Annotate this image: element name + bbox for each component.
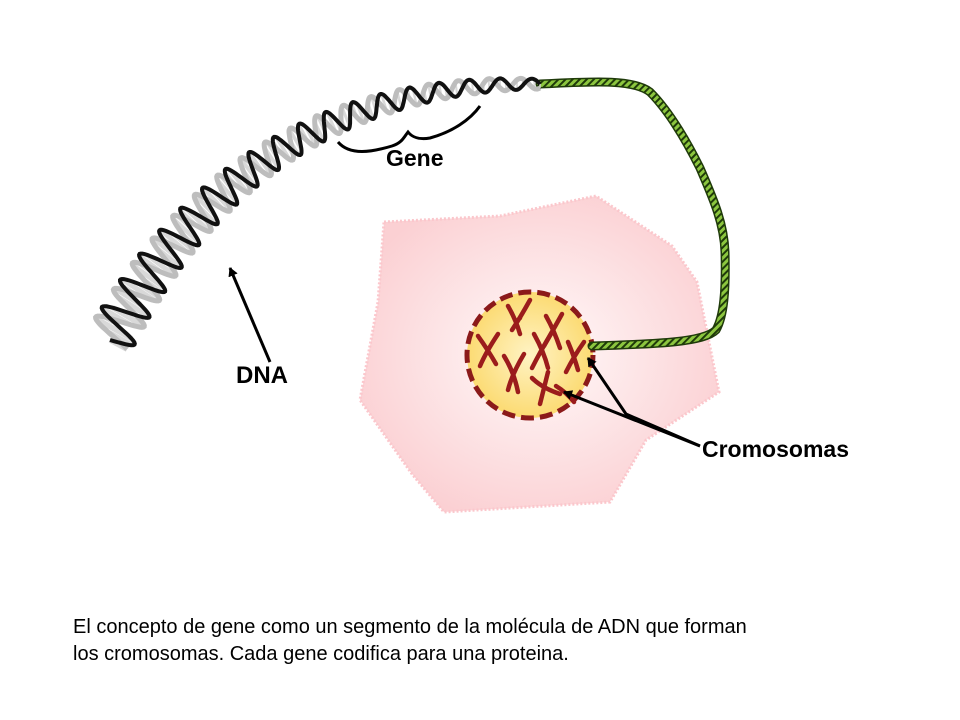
gene-bracket: [336, 105, 482, 153]
caption: El concepto de gene como un segmento de …: [73, 614, 903, 668]
helix-strand-light: [93, 75, 542, 351]
label-gene: Gene: [386, 145, 444, 171]
caption-line-1: El concepto de gene como un segmento de …: [73, 616, 747, 638]
caption-line-2: los cromosomas. Cada gene codifica para …: [73, 643, 569, 665]
helix-strand-dark: [99, 76, 542, 348]
chromosome-arrow-2: [563, 390, 701, 448]
label-dna: DNA: [236, 362, 288, 389]
dna-double-helix: [93, 75, 542, 352]
dna-arrow: [228, 267, 272, 363]
chromosomes: [475, 297, 587, 407]
label-chromosomes: Cromosomas: [702, 436, 849, 462]
nucleus: [464, 289, 596, 421]
